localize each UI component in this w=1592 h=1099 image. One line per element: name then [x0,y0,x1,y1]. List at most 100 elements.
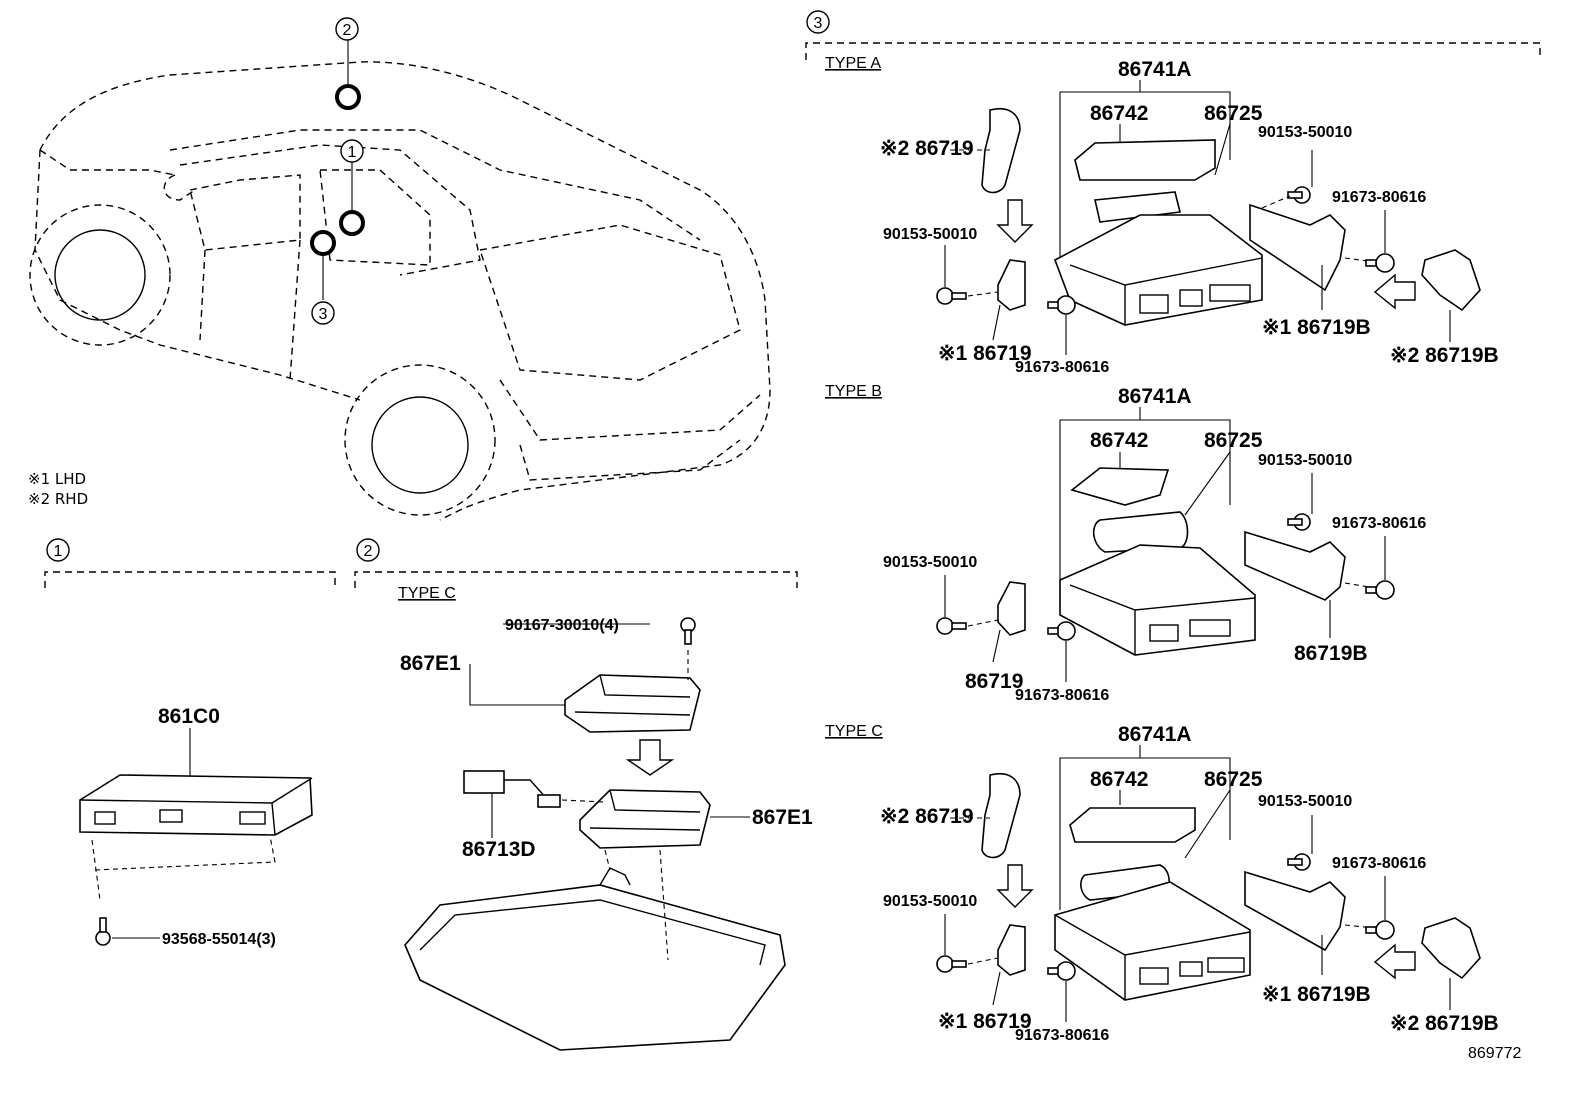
type-a-bracket-b-lhd [1249,203,1346,292]
type-b-nut-right-label: 91673-80616 [1332,515,1426,532]
type-a-bracket-lhd-label: ※1 86719 [938,342,1032,365]
section-1: 1 861C0 93568-55014(3) [44,538,336,948]
type-c-nut-bottom-label: 91673-80616 [1015,1027,1109,1044]
part-93568-label: 93568-55014(3) [162,931,276,948]
type-c-bracket-b-rhd [1421,917,1481,980]
type-c-antenna-label: 86725 [1204,768,1263,791]
type-b-bracket-label: 86719 [965,670,1023,693]
type-c-assembly-label: 86741A [1118,723,1192,746]
section-1-number: 1 [54,543,63,560]
type-a-label: TYPE A [825,55,881,72]
arrow-down-icon [625,739,675,776]
type-a-nut-right-label: 91673-80616 [1332,189,1426,206]
type-c-cover-label: 86742 [1090,768,1148,791]
type-a-bracket-b-rhd [1421,249,1481,312]
type-a-bracket-lhd [997,259,1026,311]
type-c-bracket-b-lhd-label: ※1 86719B [1262,983,1371,1006]
type-a-bracket-rhd-label: ※2 86719 [880,137,974,160]
arrow-down-icon [996,864,1034,908]
type-c-bracket-b-rhd-label: ※2 86719B [1390,1012,1499,1035]
part-867e1-top-label: 867E1 [400,652,461,675]
arrow-left-icon [1373,943,1416,980]
harness-86713d [463,770,561,808]
location-ring-1 [339,210,365,236]
diagram-id: 869772 [1468,1045,1521,1062]
type-a-group: TYPE A 86741A 86742 86725 ※2 86719 ※1 86… [825,55,1499,376]
bolt-icon [1287,513,1311,531]
bolt-icon [936,287,967,305]
legend-lhd: ※1 LHD [28,470,86,488]
arrow-down-icon [996,199,1034,243]
nut-icon [1047,961,1076,981]
part-90167-label: 90167-30010(4) [505,617,619,634]
type-c-label: TYPE C [825,723,883,740]
type-b-bolt-left-label: 90153-50010 [883,554,977,571]
module-867e1-top [564,674,701,733]
screw-icon [95,917,111,946]
callout-1: 1 [340,139,364,163]
type-c-bracket-lhd-label: ※1 86719 [938,1010,1032,1033]
type-b-bracket-b [1244,530,1346,601]
nut-icon [1047,621,1076,641]
section-3: 3 [805,10,1541,60]
type-a-main-unit [1054,214,1263,326]
svg-text:2: 2 [343,22,352,39]
arrow-left-icon [1373,273,1416,310]
type-c-bracket-lhd [997,924,1026,976]
nut-icon [1365,253,1395,273]
bolt-icon [936,617,967,635]
type-a-bracket-rhd-left [981,108,1021,194]
section-2: 2 TYPE C 90167-30010(4) 867E1 867E1 [354,538,813,1051]
type-b-bolt-right-label: 90153-50010 [1258,452,1352,469]
location-ring-3 [310,230,336,256]
bolt-icon [936,955,967,973]
bolt-icon [1287,186,1311,204]
part-867e1-right-label: 867E1 [752,806,813,829]
type-a-cover-label: 86742 [1090,102,1148,125]
type-c-bracket-rhd-label: ※2 86719 [880,805,974,828]
type-c-group: TYPE C 86741A 86742 86725 ※2 86719 ※1 86… [825,723,1499,1044]
legend-rhd: ※2 RHD [28,490,88,508]
part-861c0-label: 861C0 [158,705,220,728]
nut-icon [1365,580,1395,600]
svg-text:1: 1 [348,144,357,161]
overhead-console [404,867,786,1051]
type-c-nut-right-label: 91673-80616 [1332,855,1426,872]
location-ring-2 [335,84,361,110]
type-a-nut-bottom-label: 91673-80616 [1015,359,1109,376]
nut-icon [1365,920,1395,940]
type-b-bracket [997,581,1026,636]
type-a-assembly-label: 86741A [1118,58,1192,81]
callout-3: 3 [311,301,335,325]
bolt-icon [1287,853,1311,871]
type-b-cover-label: 86742 [1090,429,1148,452]
type-c-bracket-rhd-left [981,773,1021,859]
callout-2: 2 [335,17,359,41]
type-a-antenna-label: 86725 [1204,102,1263,125]
nut-icon [1047,295,1076,315]
vehicle-illustration [29,40,771,521]
type-c-main-unit [1054,881,1251,1001]
module-867e1-lower [579,789,711,849]
type-b-assembly-label: 86741A [1118,385,1192,408]
type-b-antenna-label: 86725 [1204,429,1263,452]
type-b-main-unit [1059,544,1256,656]
type-a-bracket-b-lhd-label: ※1 86719B [1262,316,1371,339]
type-c-bolt-right-label: 90153-50010 [1258,793,1352,810]
type-a-bolt-left-label: 90153-50010 [883,226,977,243]
type-a-bracket-b-rhd-label: ※2 86719B [1390,344,1499,367]
screw-icon [680,617,696,645]
svg-text:3: 3 [319,306,328,323]
section-3-number: 3 [814,15,823,32]
section-2-type: TYPE C [398,585,456,602]
type-b-nut-bottom-label: 91673-80616 [1015,687,1109,704]
type-c-bolt-left-label: 90153-50010 [883,893,977,910]
type-a-bolt-right-label: 90153-50010 [1258,124,1352,141]
type-b-bracket-b-label: 86719B [1294,642,1368,665]
type-b-group: TYPE B 86741A 86742 86725 86719 90153-50… [825,383,1426,704]
type-b-label: TYPE B [825,383,882,400]
control-unit-861c0 [79,774,313,836]
type-c-bracket-b-lhd [1244,870,1346,952]
part-86713d-label: 86713D [462,838,536,861]
